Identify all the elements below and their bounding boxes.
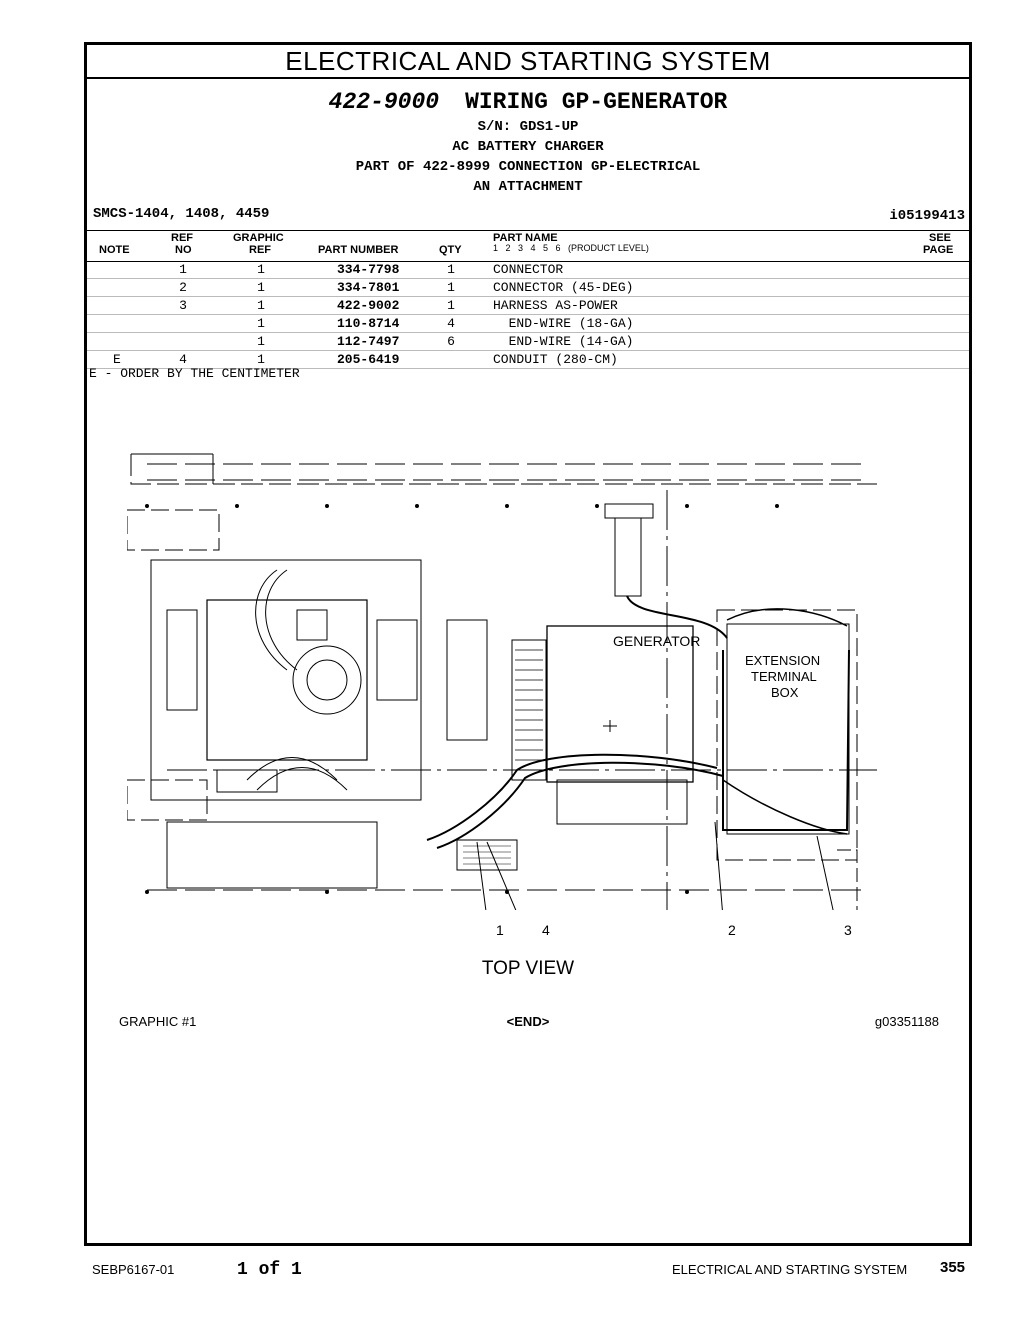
th-product-level: 1 2 3 4 5 6 (PRODUCT LEVEL) [493, 243, 649, 253]
th-ref-top: REF [171, 232, 193, 244]
cell-qty: 1 [447, 262, 455, 277]
table-row: 3 1 422-9002 1 HARNESS AS-POWER [87, 297, 969, 315]
callout-2: 2 [728, 922, 736, 938]
wiring-diagram [126, 450, 887, 966]
cell-qty: 1 [447, 298, 455, 313]
table-row: 2 1 334-7801 1 CONNECTOR (45-DEG) [87, 279, 969, 297]
th-qty: QTY [439, 244, 462, 256]
th-see-bottom: PAGE [923, 244, 954, 256]
smcs-codes: SMCS-1404, 1408, 4459 [93, 206, 270, 222]
cell-graphic: 1 [257, 352, 265, 367]
cell-part-name: HARNESS AS-POWER [493, 298, 618, 313]
cell-part-number: 334-7801 [337, 280, 400, 295]
th-graphic-top: GRAPHIC [233, 232, 284, 244]
parts-table: 1 1 334-7798 1 CONNECTOR 2 1 334-7801 1 … [87, 261, 969, 369]
cell-part-number: 110-8714 [337, 316, 400, 331]
cell-graphic: 1 [257, 316, 265, 331]
th-see-top: SEE [929, 232, 952, 244]
table-row: E 4 1 205-6419 CONDUIT (280-CM) [87, 351, 969, 369]
table-row: 1 110-8714 4 END-WIRE (18-GA) [87, 315, 969, 333]
th-part-name: PART NAME [493, 232, 558, 244]
graphic-label: GRAPHIC #1 [119, 1014, 197, 1029]
title-line: 422-9000 WIRING GP-GENERATOR [87, 89, 969, 115]
order-note: E - ORDER BY THE CENTIMETER [89, 366, 300, 381]
th-graphic-bottom: REF [249, 244, 271, 256]
cell-part-name: CONNECTOR [493, 262, 564, 277]
cell-part-number: 205-6419 [337, 352, 400, 367]
cell-ref: 4 [179, 352, 187, 367]
cell-note: E [113, 352, 121, 367]
callout-3: 3 [844, 922, 852, 938]
cell-part-number: 112-7497 [337, 334, 400, 349]
cell-graphic: 1 [257, 298, 265, 313]
th-ref-bottom: NO [175, 244, 192, 256]
label-terminal: TERMINAL [751, 669, 817, 684]
footer-page-number: 355 [940, 1259, 966, 1276]
parts-table-header: NOTE REF NO GRAPHIC REF PART NUMBER QTY … [87, 230, 969, 262]
title-part-number: 422-9000 [328, 89, 440, 115]
charger-line: AC BATTERY CHARGER [452, 139, 604, 155]
cell-ref: 2 [179, 280, 187, 295]
graphic-id: g03351188 [874, 1014, 939, 1029]
th-part-number: PART NUMBER [318, 244, 399, 256]
title-name: WIRING GP-GENERATOR [465, 89, 728, 115]
cell-qty: 1 [447, 280, 455, 295]
cell-ref: 3 [179, 298, 187, 313]
label-box: BOX [771, 685, 799, 700]
cell-part-number: 422-9002 [337, 298, 400, 313]
cell-qty: 6 [447, 334, 455, 349]
page-frame: ELECTRICAL AND STARTING SYSTEM 422-9000 W… [84, 42, 972, 1246]
attachment-line: AN ATTACHMENT [473, 179, 583, 195]
table-row: 1 112-7497 6 END-WIRE (14-GA) [87, 333, 969, 351]
callout-4: 4 [542, 922, 550, 938]
cell-graphic: 1 [257, 280, 265, 295]
footer-section: ELECTRICAL AND STARTING SYSTEM [672, 1262, 908, 1277]
callout-1: 1 [496, 922, 504, 938]
part-of-line: PART OF 422-8999 CONNECTION GP-ELECTRICA… [355, 159, 701, 175]
view-label: TOP VIEW [481, 958, 575, 979]
diagram-svg [126, 453, 887, 966]
cell-graphic: 1 [257, 262, 265, 277]
section-title: ELECTRICAL AND STARTING SYSTEM [87, 45, 969, 79]
end-marker: <END> [506, 1014, 550, 1029]
footer-page-of: 1 of 1 [237, 1260, 302, 1280]
footer-doc-id: SEBP6167-01 [92, 1262, 175, 1277]
serial-line: S/N: GDS1-UP [477, 119, 579, 135]
cell-part-name: CONNECTOR (45-DEG) [493, 280, 634, 295]
cell-ref: 1 [179, 262, 187, 277]
cell-part-name: END-WIRE (18-GA) [493, 316, 634, 331]
cell-part-number: 334-7798 [337, 262, 400, 277]
table-row: 1 1 334-7798 1 CONNECTOR [87, 261, 969, 279]
label-generator: GENERATOR [613, 633, 701, 649]
cell-graphic: 1 [257, 334, 265, 349]
illustration-id: i05199413 [889, 208, 965, 224]
cell-part-name: CONDUIT (280-CM) [493, 352, 618, 367]
th-note: NOTE [99, 244, 130, 256]
cell-qty: 4 [447, 316, 455, 331]
cell-part-name: END-WIRE (14-GA) [493, 334, 634, 349]
label-extension: EXTENSION [745, 653, 821, 668]
